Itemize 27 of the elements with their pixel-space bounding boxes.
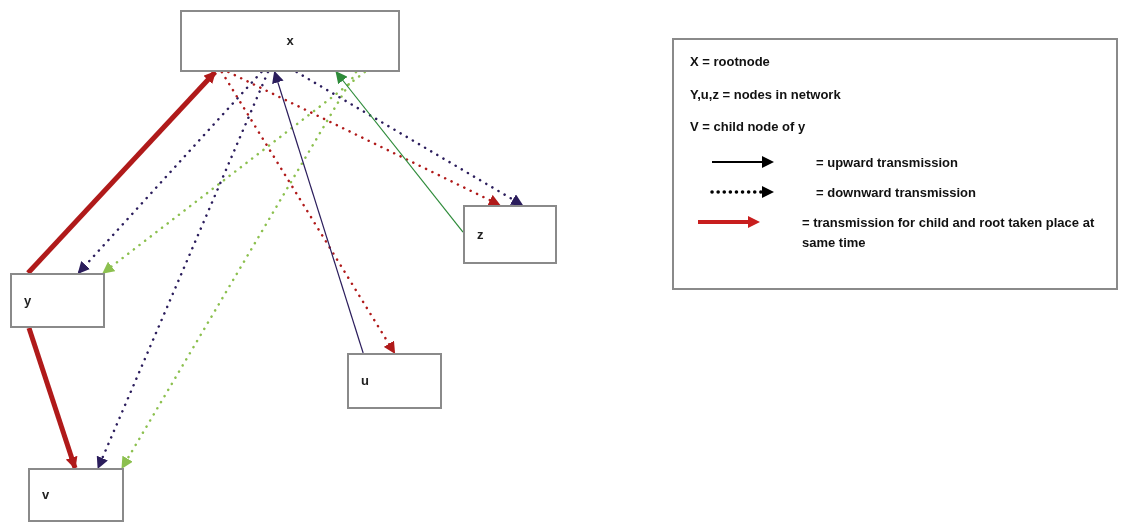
node-label: v [42,486,50,505]
node-box [180,10,400,72]
definition-text: Y,u,z = nodes in network [690,85,842,104]
node-label: y [24,291,32,310]
arrow [26,327,78,470]
arrow [96,70,270,470]
arrow [227,70,501,207]
legend-text: = downward transmission [816,183,976,202]
arrow [26,70,218,275]
node-label: z [477,225,484,244]
arrow [101,70,367,275]
arrow [335,71,464,233]
arrow [295,70,524,207]
legend-text: = transmission for child and root taken place at same time [802,213,1096,252]
arrow [120,70,358,470]
node-label: u [361,372,369,391]
arrow [220,70,396,355]
legend-text: = upward transmission [816,153,958,172]
arrow [272,70,364,354]
node-box [10,273,105,328]
arrow [77,70,263,275]
node-box [28,468,124,522]
definition-text: X = rootnode [690,53,771,71]
node-box [347,353,442,409]
definition-text: V = child node of y [690,118,807,136]
node-label: x [286,32,294,51]
node-box [463,205,557,264]
